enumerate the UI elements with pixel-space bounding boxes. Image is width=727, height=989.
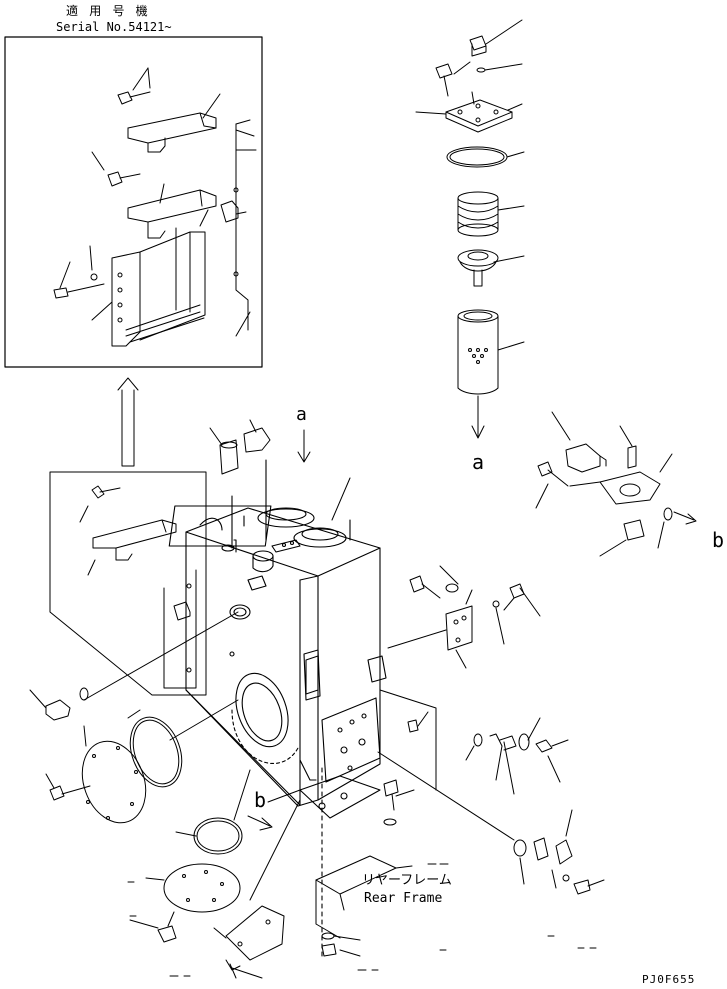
rear-frame-label-jp: リヤーフレーム — [362, 873, 452, 888]
left-cover-parts — [29, 611, 301, 979]
rear-frame-label-en: Rear Frame — [364, 891, 443, 906]
marker-b-right: b — [712, 528, 725, 552]
serial-number-label: Serial No.54121~ — [56, 20, 172, 34]
up-arrow-icon — [117, 377, 139, 467]
filter-assembly — [415, 19, 525, 439]
leader-ticks — [127, 863, 597, 977]
hydraulic-tank-body — [168, 459, 387, 961]
lower-sub-box — [49, 471, 207, 696]
marker-a-top: a — [296, 404, 307, 425]
side-bracket-parts — [377, 565, 605, 895]
drawing-code: PJ0F655 — [642, 973, 696, 986]
applicable-serial-label-jp: 適 用 号 機 — [66, 4, 150, 18]
suction-fittings — [535, 411, 697, 557]
marker-a-right: a — [472, 450, 485, 474]
mounting-hardware — [321, 779, 415, 957]
rear-frame-outline — [315, 855, 413, 939]
breather-parts — [209, 419, 351, 521]
inset-detail-box — [4, 36, 263, 368]
marker-b-left: b — [254, 788, 267, 812]
